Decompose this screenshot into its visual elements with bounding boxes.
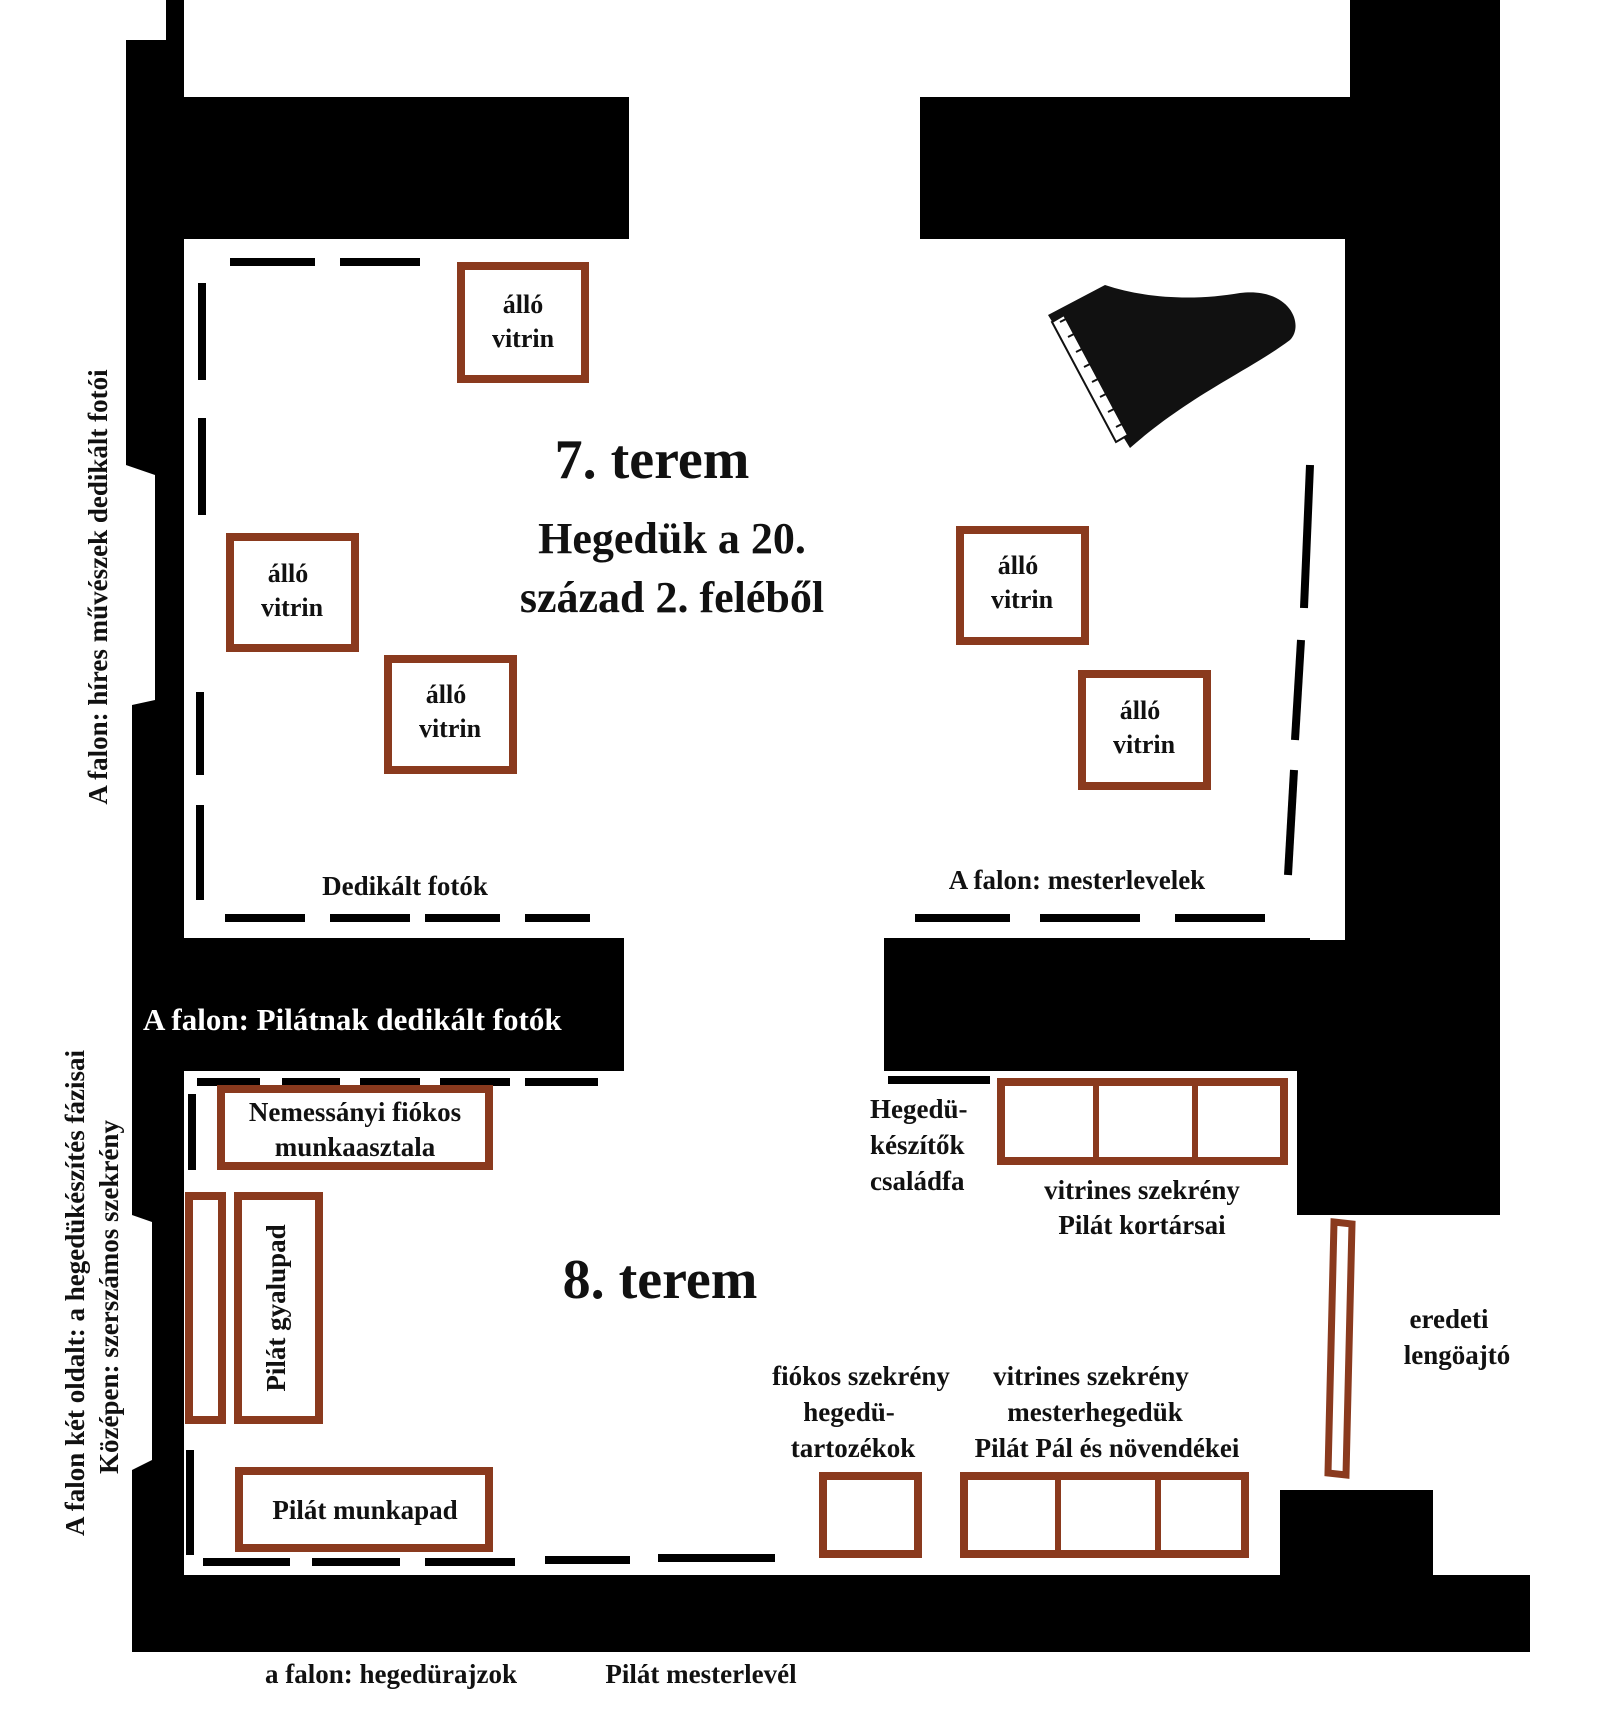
pilat-planing-bench: Pilát gyalupad xyxy=(234,1192,323,1424)
room-7: álló vitrin álló vitrin álló vitrin álló… xyxy=(83,258,1314,922)
room7-top-wall-right xyxy=(920,97,1345,239)
room8-left-wall-line2: Középen: szerszámos szekrény xyxy=(94,1120,124,1474)
pilat-planing-bench-label: Pilát gyalupad xyxy=(261,1224,291,1391)
top-cabinet-line2: Pilát kortársai xyxy=(1058,1210,1226,1240)
display-case-1: álló vitrin xyxy=(457,262,589,383)
nemessanyi-workbench: Nemessányi fiókos munkaasztala xyxy=(217,1085,493,1170)
display-case-3-line2: vitrin xyxy=(419,714,482,743)
grand-piano-icon xyxy=(1048,285,1296,448)
display-case-2-line1: álló xyxy=(268,559,308,588)
room7-bottom-left-label: Dedikált fotók xyxy=(322,871,488,901)
bottom-cabinet-line3: Pilát Pál és növendékei xyxy=(975,1433,1240,1463)
display-case-3: álló vitrin xyxy=(384,655,517,774)
display-case-5-line2: vitrin xyxy=(1113,730,1176,759)
room7-wall-markers xyxy=(196,258,1314,922)
corridor-label: A falon: Pilátnak dedikált fotók xyxy=(143,1002,562,1037)
left-wall xyxy=(126,0,184,1650)
drawer-cabinet xyxy=(819,1472,922,1558)
nemessanyi-workbench-line1: Nemessányi fiókos xyxy=(249,1097,461,1127)
top-cabinet-line1: vitrines szekrény xyxy=(1044,1175,1240,1205)
bottom-wall xyxy=(132,1490,1530,1652)
display-case-4-line1: álló xyxy=(998,551,1038,580)
walls xyxy=(126,0,1530,1652)
swing-door-line1: eredeti xyxy=(1410,1304,1489,1334)
room7-subtitle-line1: Hegedük a 20. xyxy=(538,514,806,563)
room7-top-wall-left xyxy=(184,97,629,239)
display-case-2-line2: vitrin xyxy=(261,593,324,622)
room7-left-wall-label: A falon: híres művészek dedikált fotói xyxy=(83,369,113,805)
room7-subtitle-line2: század 2. feléből xyxy=(520,573,824,622)
family-tree-line2: készítők xyxy=(870,1130,965,1160)
room-8: Nemessányi fiókos munkaasztala Pilát gya… xyxy=(60,1050,1510,1689)
master-letter-label: Pilát mesterlevél xyxy=(605,1659,797,1689)
display-cabinet-top xyxy=(997,1078,1288,1165)
pilat-workbench: Pilát munkapad xyxy=(235,1467,493,1552)
drawer-cabinet-line1: fiókos szekrény xyxy=(772,1361,950,1391)
bottom-cabinet-line1: vitrines szekrény xyxy=(993,1361,1189,1391)
display-cabinet-bottom xyxy=(960,1472,1249,1558)
pilat-workbench-label: Pilát munkapad xyxy=(272,1495,457,1525)
room7-bottom-right-label: A falon: mesterlevelek xyxy=(949,865,1205,895)
display-case-4: álló vitrin xyxy=(956,526,1089,645)
room7-title: 7. terem xyxy=(555,429,750,491)
bottom-cabinet-line2: mesterhegedük xyxy=(1007,1397,1182,1427)
display-case-4-line2: vitrin xyxy=(991,585,1054,614)
corridor-wall-left xyxy=(184,938,624,1071)
display-case-1-line1: álló xyxy=(503,290,543,319)
display-case-1-line2: vitrin xyxy=(492,324,555,353)
tool-cabinet xyxy=(185,1192,226,1424)
drawer-cabinet-line2: hegedü- xyxy=(803,1397,895,1427)
nemessanyi-workbench-line2: munkaasztala xyxy=(275,1132,436,1162)
room8-title: 8. terem xyxy=(563,1249,758,1311)
display-case-5: álló vitrin xyxy=(1078,670,1211,790)
swing-door xyxy=(1324,1218,1356,1479)
drawer-cabinet-line3: tartozékok xyxy=(791,1433,915,1463)
display-case-3-line1: álló xyxy=(426,680,466,709)
display-case-5-line1: álló xyxy=(1120,696,1160,725)
display-case-2: álló vitrin xyxy=(226,533,359,652)
right-wall xyxy=(1297,0,1500,1215)
room8-left-wall-line1: A falon két oldalt: a hegedükészítés fáz… xyxy=(60,1050,90,1536)
family-tree-line3: családfa xyxy=(870,1166,965,1196)
room8-bottom-wall-label: a falon: hegedürajzok xyxy=(265,1659,517,1689)
room8-wall-markers xyxy=(186,1076,990,1566)
corridor-wall-right xyxy=(884,938,1310,1071)
swing-door-line2: lengöajtó xyxy=(1404,1340,1510,1370)
family-tree-line1: Hegedü- xyxy=(870,1094,968,1124)
